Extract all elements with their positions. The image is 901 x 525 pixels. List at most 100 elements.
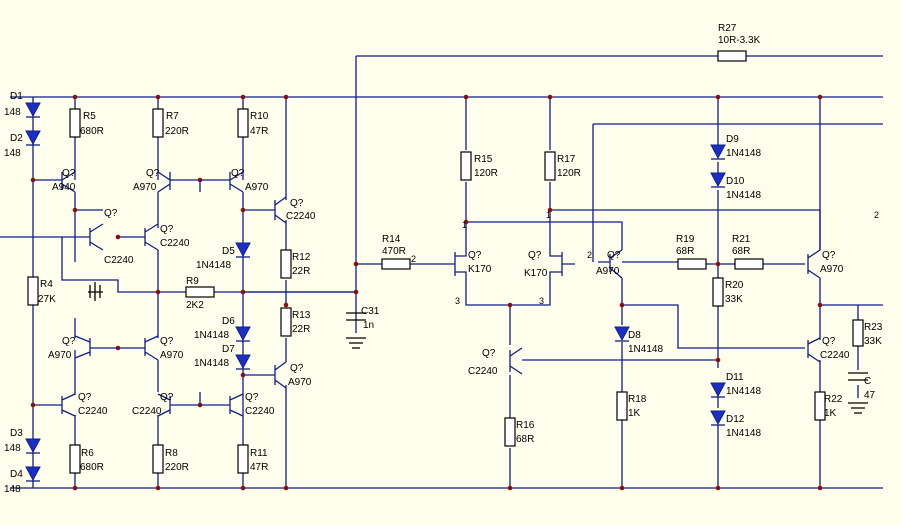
r22-value: 1K	[824, 408, 837, 419]
transistor-icon	[74, 335, 118, 359]
r6-value: 680R	[80, 462, 104, 473]
r19-value: 68R	[676, 246, 694, 257]
d7-value: 1N4148	[194, 358, 229, 369]
q-part: C2240	[160, 238, 190, 249]
d12-value: 1N4148	[726, 428, 761, 439]
transistor-icon	[200, 171, 244, 193]
transistor-icon	[61, 393, 76, 417]
q-ref: Q?	[245, 392, 259, 403]
right-capacitor-icon	[848, 372, 868, 381]
q-ref: Q?	[160, 224, 174, 235]
diode-icon	[710, 410, 726, 426]
junction-dots	[30, 94, 823, 491]
q-ref: Q?	[146, 168, 160, 179]
transistor-icon	[62, 223, 104, 251]
r18-ref: R18	[628, 394, 647, 405]
q-ref: Q?	[290, 198, 304, 209]
d3-ref: D3	[10, 428, 23, 439]
q-part: C2240	[468, 366, 498, 377]
q-ref: Q?	[160, 392, 174, 403]
capacitor-symbols	[346, 312, 868, 381]
q-ref: Q?	[468, 250, 482, 261]
d8-value: 1N4148	[628, 344, 663, 355]
d4-ref: D4	[10, 469, 23, 480]
left-ground-icon	[88, 282, 103, 301]
d4-value: 148	[4, 484, 21, 495]
r15-ref: R15	[474, 154, 493, 165]
right-cap-ref: C	[864, 376, 871, 387]
q-part: A970	[245, 182, 269, 193]
q-part: K170	[468, 264, 492, 275]
r16-value: 68R	[516, 434, 534, 445]
d3-value: 148	[4, 443, 21, 454]
transistor-icon	[200, 393, 244, 417]
resistor-bodies	[27, 50, 864, 474]
diode-icon	[25, 102, 41, 118]
transistor-icon	[598, 249, 623, 279]
transistor-icon	[807, 249, 821, 279]
r27-value: 10R-3.3K	[718, 35, 761, 46]
feedback-wire	[355, 55, 883, 300]
diode-icon	[235, 326, 251, 342]
d5-value: 1N4148	[196, 260, 231, 271]
q-part: A970	[820, 264, 844, 275]
transistor-icon	[144, 223, 159, 251]
pin-number: 2	[587, 250, 592, 260]
transistor-icon	[157, 393, 171, 417]
pin-number: 1	[546, 210, 551, 220]
upper-bias-wire	[592, 123, 883, 262]
jfet-icon	[549, 248, 575, 278]
r8-value: 220R	[165, 462, 189, 473]
r7-value: 220R	[165, 126, 189, 137]
q-ref: Q?	[231, 168, 245, 179]
q-part: A970	[160, 350, 184, 361]
r20-ref: R20	[725, 280, 744, 291]
r15-value: 120R	[474, 168, 498, 179]
q-part: C2240	[820, 350, 850, 361]
transistor-icon	[157, 171, 171, 193]
q-part: A940	[52, 182, 76, 193]
q-ref: Q?	[822, 336, 836, 347]
q-ref: Q?	[62, 336, 76, 347]
q-part: A970	[288, 377, 312, 388]
jfet-icon	[445, 248, 467, 278]
diode-icon	[25, 130, 41, 146]
d12-ref: D12	[726, 414, 745, 425]
q-ref: Q?	[822, 250, 836, 261]
r12-ref: R12	[292, 252, 311, 263]
transistor-icon	[274, 361, 287, 389]
r14-value: 470R	[382, 246, 406, 257]
r18-value: 1K	[628, 408, 641, 419]
r10-ref: R10	[250, 111, 269, 122]
r10-value: 47R	[250, 126, 268, 137]
wires	[0, 55, 883, 489]
r7-ref: R7	[166, 111, 179, 122]
r5-value: 680R	[80, 126, 104, 137]
q-ref: Q?	[78, 392, 92, 403]
right-cap-value: 47	[864, 390, 876, 401]
transistor-icon	[807, 337, 821, 363]
transistor-icon	[144, 335, 159, 361]
r4-ref: R4	[40, 279, 53, 290]
d9-value: 1N4148	[726, 148, 761, 159]
r11-value: 47R	[250, 462, 268, 473]
r21-value: 68R	[732, 246, 750, 257]
q-part: C2240	[104, 255, 134, 266]
transistor-icon	[61, 171, 76, 193]
r9-value: 2K2	[186, 300, 204, 311]
r13-value: 22R	[292, 324, 310, 335]
r5-ref: R5	[83, 111, 96, 122]
d11-value: 1N4148	[726, 386, 761, 397]
q-part: C2240	[286, 211, 316, 222]
q-ref: Q?	[104, 208, 118, 219]
r12-value: 22R	[292, 266, 310, 277]
q-ref: Q?	[160, 336, 174, 347]
d2-value: 148	[4, 148, 21, 159]
diode-icon	[25, 438, 41, 454]
ground-symbols	[88, 282, 868, 414]
transistor-icon	[509, 347, 523, 375]
right-ground-icon	[848, 402, 868, 414]
q-part: K170	[524, 268, 548, 279]
pin-number: 2	[411, 254, 416, 264]
